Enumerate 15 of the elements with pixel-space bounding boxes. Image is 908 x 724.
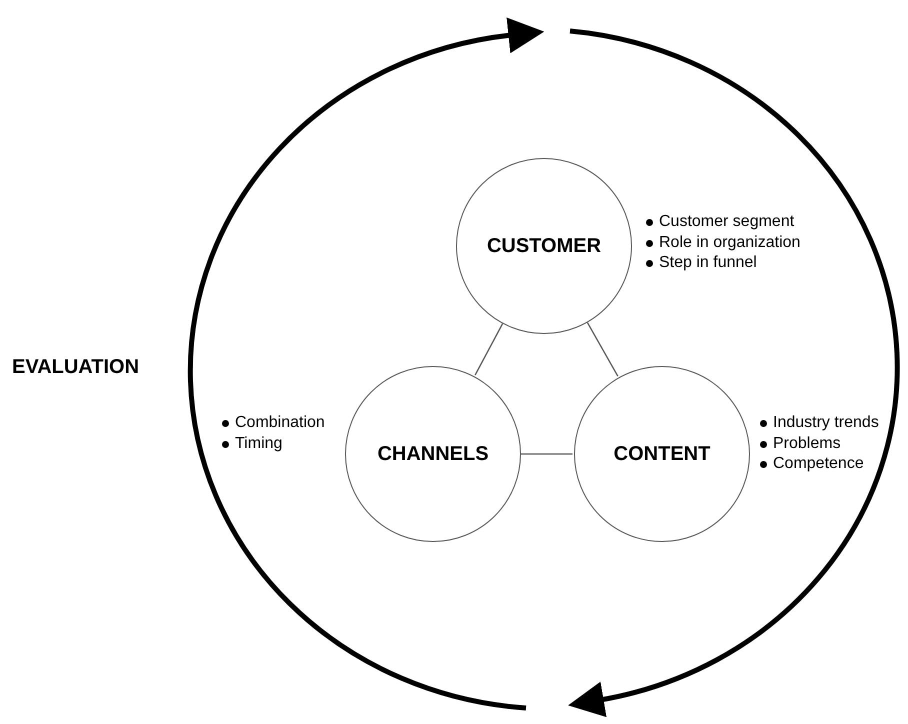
bullet-item: Combination	[220, 413, 325, 434]
bullet-item: Competence	[758, 454, 879, 474]
circle-title: CHANNELS	[377, 442, 489, 466]
cycle-label: EVALUATION	[12, 356, 140, 379]
bullet-item: Role in organization	[644, 232, 800, 253]
bullet-item: Step in funnel	[644, 253, 800, 274]
connector-line	[586, 322, 618, 376]
circle-title: CUSTOMER	[486, 234, 602, 258]
connector-line	[521, 453, 572, 455]
bullet-item: Customer segment	[644, 212, 800, 232]
circle-title: CONTENT	[614, 442, 710, 466]
bullet-item: Industry trends	[758, 413, 879, 434]
bullet-item: Timing	[220, 434, 325, 454]
connector-line	[474, 323, 504, 376]
bullet-item: Problems	[758, 434, 879, 454]
